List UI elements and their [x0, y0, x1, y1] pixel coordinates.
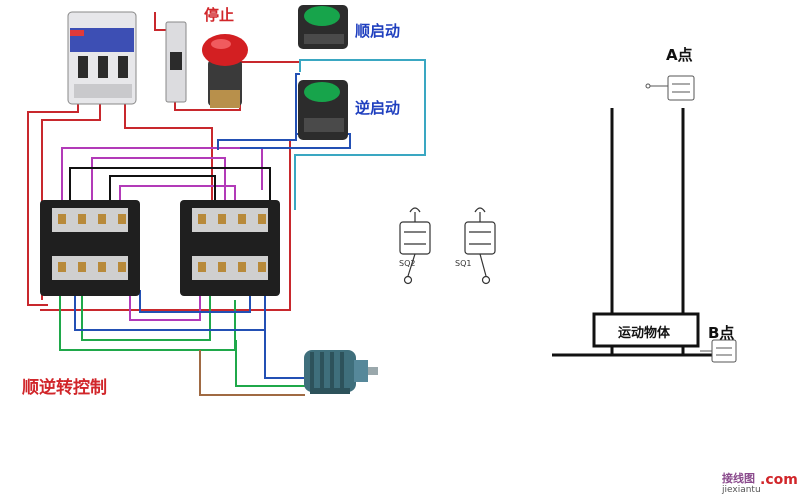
wire-magenta-4: [129, 290, 201, 321]
wire-magenta-3: [119, 185, 236, 206]
sq1-label: SQ1: [455, 259, 472, 268]
stop-label: 停止: [204, 6, 235, 24]
watermark-cn: 接线图: [722, 472, 755, 485]
limit-switch-icon: [464, 207, 496, 285]
green-push-button-icon: [298, 80, 348, 140]
wire-motor-3: [264, 330, 305, 379]
wire-blue-4: [139, 290, 251, 313]
limit-switch-icon: [399, 207, 431, 285]
wire-blue-1: [217, 73, 300, 150]
red-mushroom-button-icon: [202, 34, 248, 108]
limit-switch-icon: [645, 75, 695, 101]
point-b-label: B点: [708, 324, 735, 342]
limit-switch-icon: [700, 339, 737, 363]
wire-red-top: [154, 12, 168, 31]
wire-red-stop: [174, 61, 300, 111]
reverse-start-label: 逆启动: [355, 99, 401, 117]
wire-red-left: [27, 104, 79, 306]
wire-green-1: [59, 290, 236, 351]
moving-object-box: [592, 312, 700, 348]
wire-black-2: [109, 175, 216, 206]
point-a-label: A点: [666, 46, 693, 64]
breaker-icon: [67, 11, 137, 105]
single-pole-switch-icon: [165, 21, 187, 103]
wire-magenta-2: [91, 157, 226, 206]
wire-green-2: [81, 290, 211, 341]
wire-blue-2: [240, 110, 351, 149]
wire-black-1: [69, 167, 271, 206]
contactor-icon: [180, 200, 280, 296]
moving-object-label: 运动物体: [618, 326, 671, 341]
wire-red-bottom: [40, 140, 291, 311]
watermark-com: .com: [760, 472, 798, 488]
forward-start-label: 顺启动: [355, 22, 401, 40]
wire-blue-3: [74, 290, 266, 331]
wire-teal-1: [294, 59, 426, 210]
green-push-button-icon: [298, 5, 348, 49]
sq2-label: SQ2: [399, 259, 416, 268]
wires: [27, 12, 426, 396]
contactor-icon: [40, 200, 140, 296]
wire-motor-1: [199, 350, 305, 396]
wire-motor-2: [235, 340, 305, 387]
watermark-en: jiexiantu: [722, 485, 761, 495]
caption-label: 顺逆转控制: [22, 378, 107, 398]
motor-icon: [304, 350, 378, 394]
